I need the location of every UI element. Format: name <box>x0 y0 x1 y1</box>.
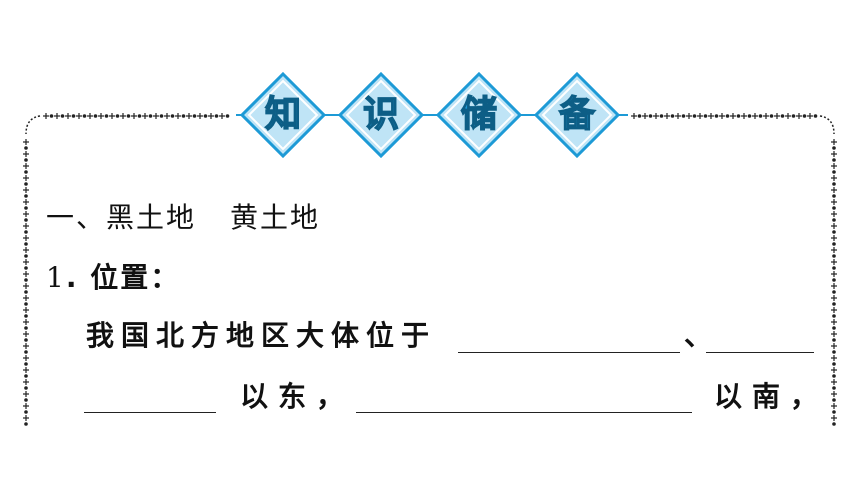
fill-blank-3 <box>84 412 216 413</box>
title-char-zhi: 知 <box>264 93 302 136</box>
item-number: 1 <box>46 261 66 294</box>
fill-blank-4 <box>356 412 692 413</box>
title-char-shi: 识 <box>362 93 400 136</box>
title-diamond-1: 知 <box>239 71 327 159</box>
diamond-shape <box>337 71 425 159</box>
body-line-2-text-a: 以东， <box>240 380 355 413</box>
item-heading: 1. 位置： <box>46 256 180 296</box>
body-line-1-separator: 、 <box>684 319 713 352</box>
item-label: . 位置： <box>65 261 181 294</box>
title-diamond-4: 备 <box>533 71 621 159</box>
body-line-2-text-b: 以南， <box>714 380 829 413</box>
fill-blank-1 <box>458 352 680 353</box>
diamond-shape <box>533 71 621 159</box>
section-heading: 一、黑土地黄土地 <box>46 196 320 236</box>
title-diamond-2: 识 <box>337 71 425 159</box>
heading-suffix: 黄土地 <box>230 201 321 234</box>
heading-prefix: 一、黑土地 <box>46 201 197 234</box>
fill-blank-2 <box>706 352 814 353</box>
section-title-banner: 知 识 储 备 <box>236 64 628 168</box>
diamond-shape <box>239 71 327 159</box>
body-line-1-text: 我国北方地区大体位于 <box>86 319 437 352</box>
diamond-shape <box>435 71 523 159</box>
title-char-bei: 备 <box>558 93 596 136</box>
title-diamond-3: 储 <box>435 71 523 159</box>
title-char-chu: 储 <box>460 93 498 136</box>
